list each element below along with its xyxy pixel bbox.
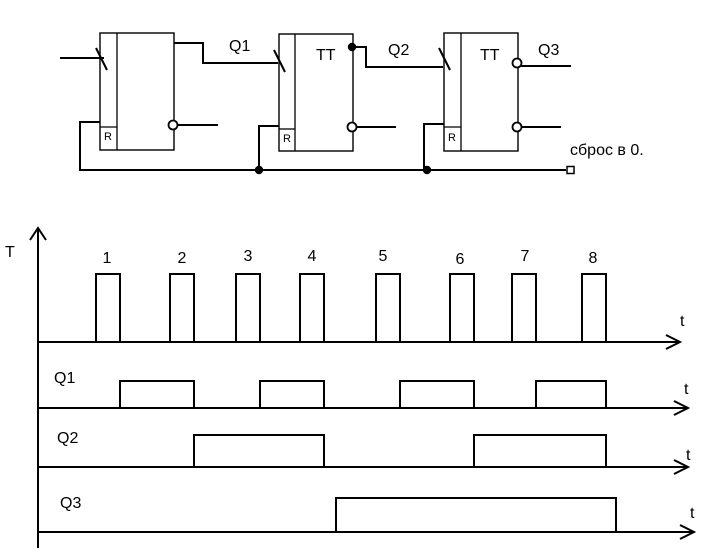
flip-flop-2-body [278,33,354,152]
waveform-high-pulse [535,380,607,408]
flip-flop-2-inverted-output [346,121,358,133]
clock-pulse [581,273,607,342]
waveform-q1: Q1 t [38,370,691,416]
reset-junction-2 [422,165,432,175]
clock-baseline-arrow [665,334,683,350]
clock-pulse [169,273,195,342]
reset-branch-2 [258,125,279,170]
waveform-high-pulse [193,434,325,467]
waveform-baseline-arrow [673,459,691,475]
waveform-baseline-arrow [673,400,691,416]
clock-axis-label: T [5,244,15,261]
clock-pulse [449,273,475,342]
flip-flop-3: R TT [438,32,571,152]
flip-flop-3-clock-mark [438,47,451,71]
waveform-high-pulse [399,380,475,408]
clock-pulse [375,273,401,342]
reset-terminal [566,165,575,175]
reset-junction-1 [254,165,264,175]
flip-flop-2-reset-label: R [283,133,291,145]
waveform-time-label: t [690,505,695,522]
waveform-label: Q1 [54,370,75,387]
clock-pulse [235,273,261,342]
waveform-high-pulse [335,497,617,532]
waveform-q3: Q3 t [38,495,697,540]
q2-wire [352,46,443,68]
reset-bus [79,121,575,175]
q2-label: Q2 [388,42,409,59]
reset-line [79,121,566,171]
flip-flop-3-body [443,32,519,152]
flip-flop-3-reset-label: R [448,132,456,144]
vertical-axis-arrow [29,226,47,241]
pulse-number: 8 [589,250,598,267]
clock-pulse [299,273,325,342]
pulse-number: 4 [308,248,317,265]
q1-label: Q1 [229,38,250,55]
pulse-number: 3 [244,248,253,265]
flip-flop-1: R [60,32,278,151]
clock-pulse [511,273,537,342]
flip-flop-1-inverted-output [167,119,179,131]
circuit-schematic: R R TT R TT [60,32,644,175]
waveform-time-label: t [684,381,689,398]
reset-branch-3 [423,123,444,170]
clock-pulse [95,273,121,342]
clock-time-label: t [680,313,685,330]
waveform-label: Q3 [60,495,81,512]
waveform-baseline-arrow [679,524,697,540]
waveform-time-label: t [686,447,691,464]
pulse-number: 2 [178,250,187,267]
q1-wire [174,42,278,64]
flip-flop-1-reset-label: R [104,131,112,143]
waveform-high-pulse [259,380,325,408]
flip-flop-3-output-dot [511,57,523,69]
waveform-high-pulse [119,380,195,408]
q3-label: Q3 [538,42,559,59]
clock-pulses: 1 2 3 4 5 6 7 8 [95,248,607,342]
waveform-high-pulse [473,434,607,467]
flip-flop-2-clock-mark [273,49,286,73]
flip-flop-1-clock-mark [95,47,108,71]
flip-flop-1-body [99,32,175,151]
flip-flop-3-type-label: TT [480,47,500,64]
pulse-number: 6 [456,251,465,268]
reset-text: сброс в 0. [570,142,644,159]
flip-flop-2-type-label: TT [316,47,336,64]
waveform-q2: Q2 t [38,430,691,475]
pulse-number: 7 [521,248,530,265]
flip-flop-3-inverted-output [511,121,523,133]
waveform-label: Q2 [57,430,78,447]
pulse-number: 5 [379,248,388,265]
flip-flop-2: R TT [273,33,443,152]
pulse-number: 1 [103,250,112,267]
